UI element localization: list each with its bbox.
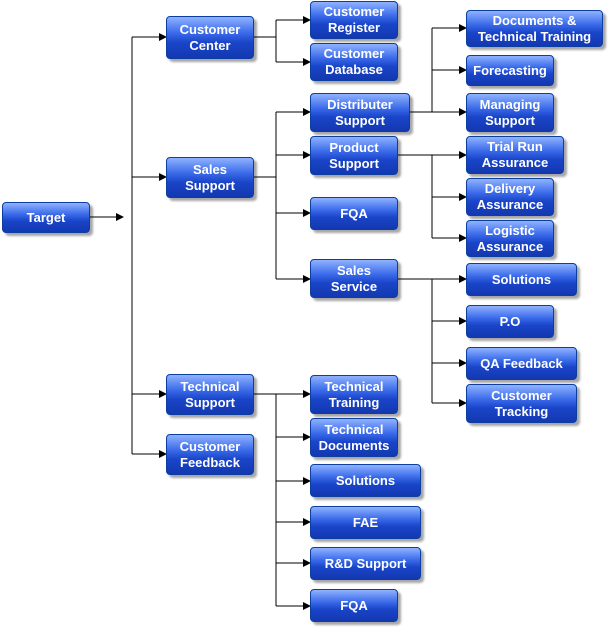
node-customer-center: Customer Center — [166, 16, 254, 59]
node-tech-fqa: FQA — [310, 589, 398, 622]
node-logistic-assurance: Logistic Assurance — [466, 220, 554, 257]
node-label: Delivery Assurance — [476, 181, 544, 212]
node-managing-support: Managing Support — [466, 93, 554, 132]
node-label: Solutions — [335, 472, 396, 488]
node-service-solutions: Solutions — [466, 263, 577, 296]
node-qa-feedback: QA Feedback — [466, 347, 577, 380]
node-technical-documents: Technical Documents — [310, 418, 398, 457]
node-label: QA Feedback — [480, 355, 563, 371]
node-label: Customer Center — [179, 21, 241, 53]
node-label: P.O — [499, 313, 521, 329]
node-label: Technical Support — [180, 378, 240, 410]
node-po: P.O — [466, 305, 554, 338]
node-label: Sales Support — [185, 161, 235, 193]
node-label: Customer Database — [323, 46, 385, 77]
node-label: FQA — [340, 597, 368, 613]
node-sales-service: Sales Service — [310, 259, 398, 298]
node-customer-tracking: Customer Tracking — [466, 384, 577, 423]
node-delivery-assurance: Delivery Assurance — [466, 178, 554, 216]
node-label: Documents & Technical Training — [477, 12, 592, 44]
node-technical-training: Technical Training — [310, 375, 398, 414]
node-target: Target — [2, 202, 90, 233]
node-trial-run-assurance: Trial Run Assurance — [466, 136, 564, 174]
node-label: FAE — [352, 514, 379, 530]
node-label: Target — [26, 209, 66, 225]
node-rd-support: R&D Support — [310, 547, 421, 580]
node-label: Trial Run Assurance — [481, 139, 549, 170]
node-label: R&D Support — [324, 555, 407, 571]
node-label: Technical Training — [324, 378, 384, 410]
node-label: Product Support — [329, 139, 379, 171]
node-fae: FAE — [310, 506, 421, 539]
node-sales-fqa: FQA — [310, 197, 398, 230]
node-label: Solutions — [491, 271, 552, 287]
node-label: Managing Support — [479, 96, 541, 128]
node-label: FQA — [340, 205, 368, 221]
node-label: Sales Service — [330, 262, 378, 294]
node-customer-feedback: Customer Feedback — [166, 434, 254, 475]
node-documents-training: Documents & Technical Training — [466, 10, 603, 47]
node-label: Customer Tracking — [491, 387, 552, 419]
node-label: Technical Documents — [318, 421, 390, 453]
node-customer-register: Customer Register — [310, 1, 398, 39]
node-product-support: Product Support — [310, 136, 398, 175]
node-label: Forecasting — [473, 62, 547, 78]
node-customer-database: Customer Database — [310, 43, 398, 81]
node-label: Customer Feedback — [179, 438, 241, 470]
node-forecasting: Forecasting — [466, 55, 554, 86]
node-label: Distributer Support — [327, 96, 393, 128]
node-label: Logistic Assurance — [476, 222, 544, 254]
node-label: Customer Register — [323, 4, 385, 35]
node-distributer-support: Distributer Support — [310, 93, 410, 132]
node-tech-solutions: Solutions — [310, 464, 421, 497]
node-technical-support: Technical Support — [166, 374, 254, 415]
node-sales-support: Sales Support — [166, 157, 254, 198]
